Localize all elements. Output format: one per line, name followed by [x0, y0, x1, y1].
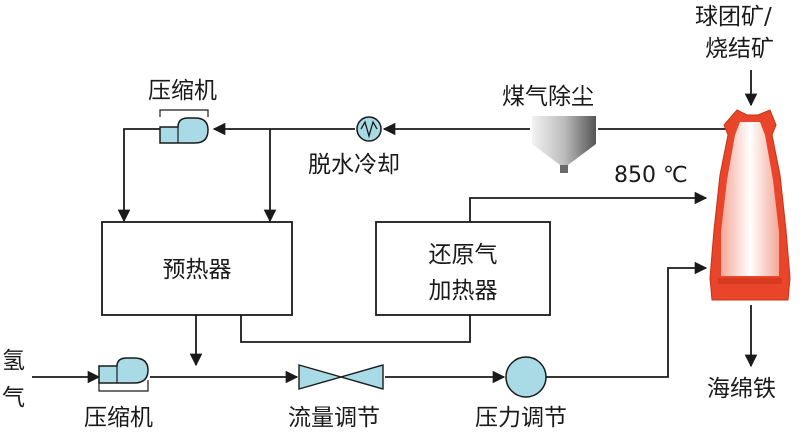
dehydration-cooling-label: 脱水冷却: [308, 152, 400, 178]
gas-cleaning-unit: [532, 116, 596, 173]
ore-label-line1: 球团矿/: [695, 4, 772, 30]
ore-label-line2: 烧结矿: [705, 36, 774, 62]
sponge-iron-label: 海绵铁: [707, 376, 776, 402]
heater-to-furnace-line: [469, 191, 708, 222]
flow-lines: [32, 70, 758, 384]
reducing-gas-heater-label-line2: 加热器: [429, 278, 498, 304]
compressor-to-preheater-left: [117, 128, 160, 223]
hydrogen-label-line1: 氢: [2, 348, 25, 374]
compressor-top-icon: [159, 109, 209, 144]
flow-regulation-valve-icon: [298, 364, 384, 390]
pressure-regulator-icon: [505, 356, 547, 398]
gas-cleaning-label: 煤气除尘: [502, 84, 594, 110]
pressure-regulation-label: 压力调节: [475, 405, 567, 431]
preheater-to-heater-loop: [240, 315, 471, 343]
flow-regulation-label: 流量调节: [288, 405, 380, 431]
preheater-box: [101, 221, 293, 316]
dehydration-cooler: [356, 116, 382, 142]
compressor-bottom-icon: [98, 357, 149, 392]
preheater-label: 预热器: [163, 257, 232, 283]
reducing-gas-heater-label-line1: 还原气: [429, 242, 498, 268]
compressor-bottom-label: 压缩机: [84, 405, 153, 431]
reducing-gas-heater-box: [375, 221, 551, 316]
shaft-furnace: [709, 109, 791, 301]
hydrogen-label-line2: 气: [2, 385, 25, 411]
temperature-label: 850 ℃: [614, 163, 688, 188]
main-line-pressure-to-furnace: [546, 261, 708, 378]
compressor-top-label: 压缩机: [148, 78, 217, 104]
